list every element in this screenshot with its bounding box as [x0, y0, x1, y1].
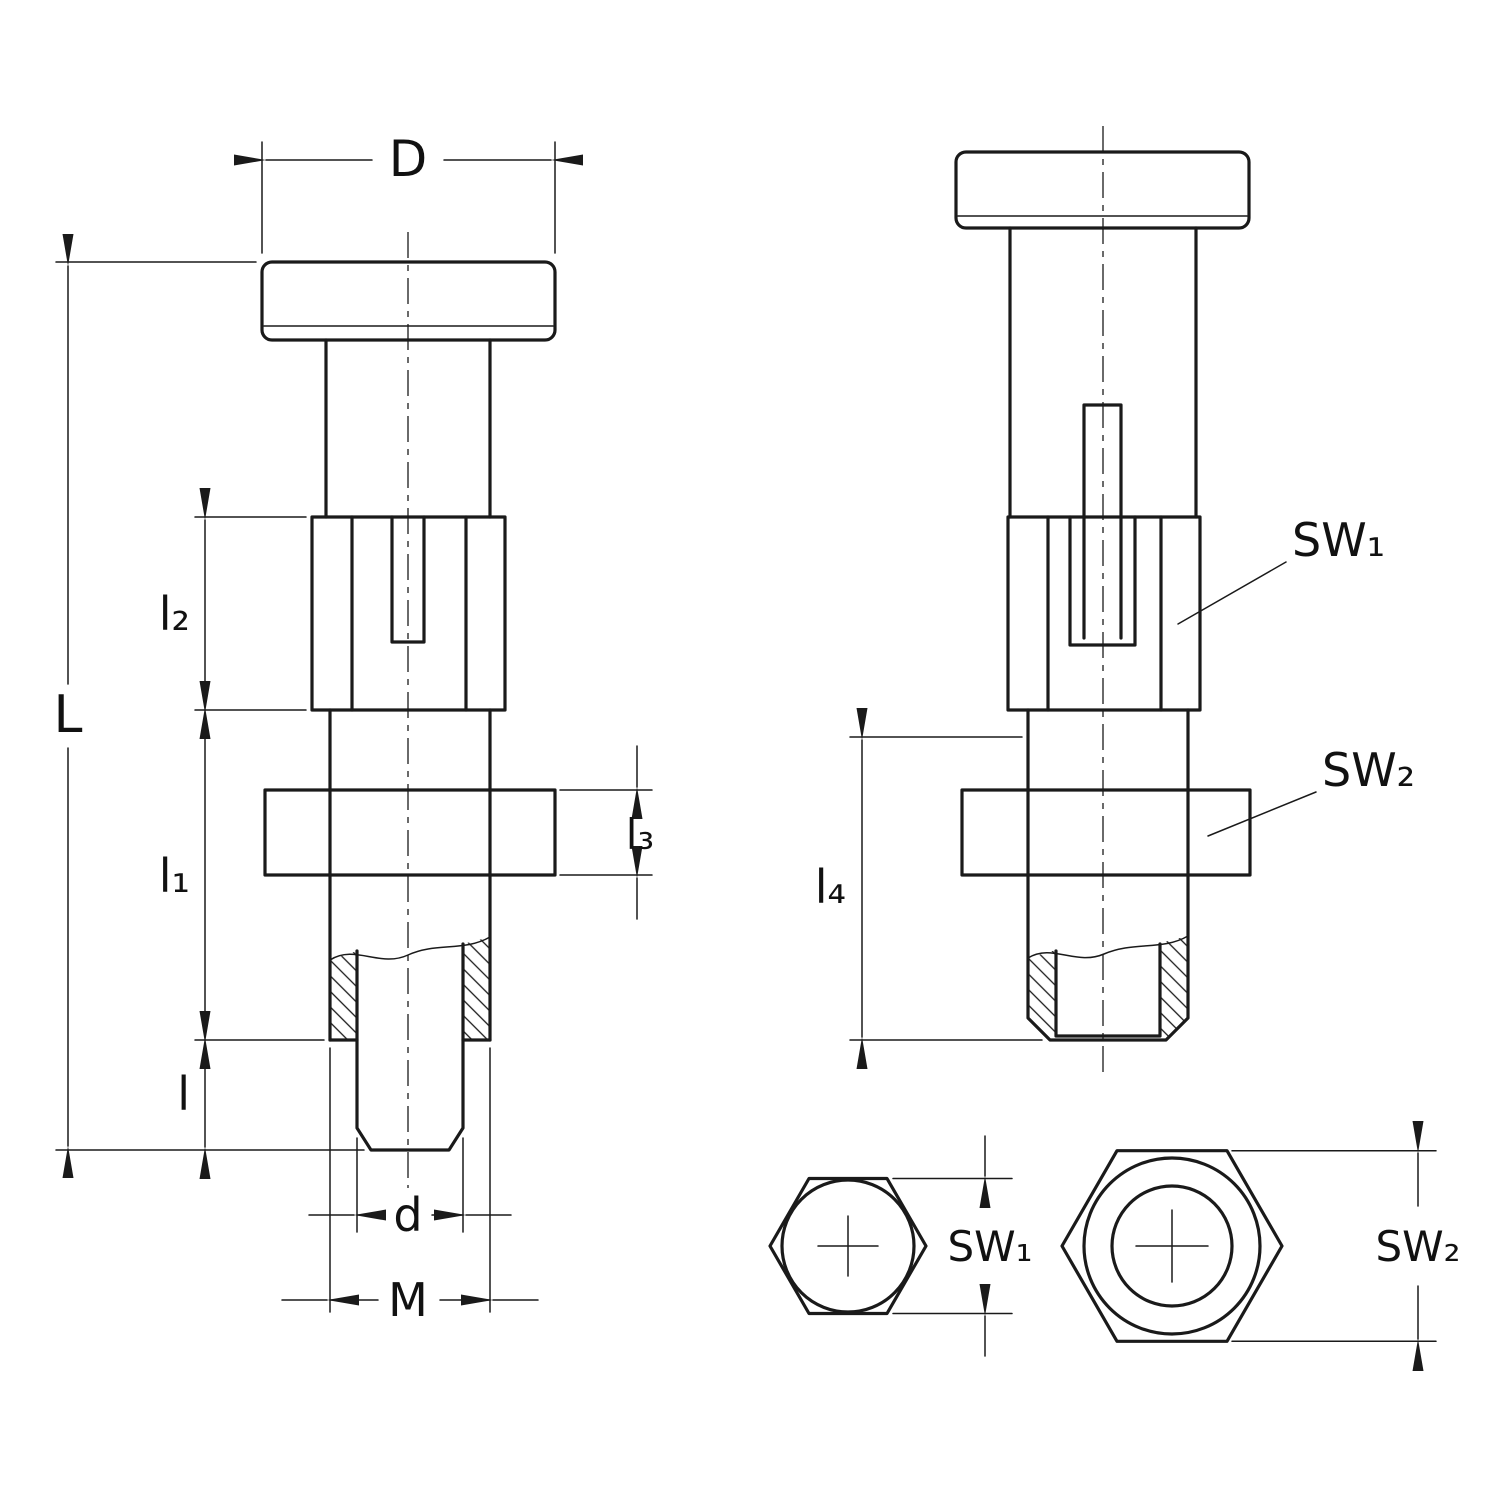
right-bore [1054, 942, 1162, 1038]
right-view [954, 126, 1252, 1075]
hex-top-view-sw2 [1060, 1149, 1284, 1343]
right-threaded-stud [1026, 873, 1190, 1042]
section-hatch [1160, 936, 1188, 1040]
left-threaded-stud [328, 873, 492, 1152]
right-collar [1026, 708, 1190, 792]
section-hatch [330, 951, 357, 1040]
label-D: D [389, 130, 428, 188]
left-collar [328, 708, 492, 792]
left-view [260, 232, 557, 1188]
dim-l4: l₄ [815, 708, 1043, 1069]
callout-sw1: SW₁ [1177, 513, 1385, 625]
label-l3: l₃ [626, 810, 655, 859]
dim-sw1-view: SW₁ [892, 1135, 1033, 1357]
dim-L: L [54, 234, 365, 1178]
right-hex-nut [960, 788, 1252, 877]
right-hex-body [1006, 515, 1202, 712]
callout-sw2: SW₂ [1207, 743, 1415, 837]
left-knurled-knob [260, 260, 557, 342]
right-knurled-knob [954, 150, 1251, 230]
dimensions: D L l₂ l₁ l l [54, 130, 1461, 1371]
left-hex-nut [263, 788, 557, 877]
dim-l2: l₂ [159, 488, 307, 739]
label-d: d [393, 1188, 422, 1242]
label-sw1-callout: SW₁ [1292, 513, 1385, 567]
dim-l1: l₁ [159, 681, 325, 1069]
left-shaft [324, 338, 492, 519]
left-hex-body [310, 515, 507, 712]
dim-l3: l₃ [559, 745, 655, 920]
dim-D: D [234, 130, 583, 254]
dim-M: M [281, 1047, 539, 1327]
dim-sw2-view: SW₂ [1231, 1121, 1461, 1371]
left-locking-pin [355, 942, 465, 1152]
label-sw2-callout: SW₂ [1322, 743, 1415, 797]
section-hatch [1028, 950, 1056, 1040]
center-cross [817, 1215, 879, 1277]
dim-d: d [308, 1137, 512, 1242]
right-shaft [1008, 226, 1198, 519]
dim-l: l [177, 1011, 211, 1179]
label-M: M [388, 1273, 428, 1327]
label-sw1-dim: SW₁ [947, 1222, 1032, 1271]
label-l2: l₂ [159, 587, 190, 641]
section-hatch [463, 937, 490, 1040]
label-l: l [177, 1067, 190, 1121]
right-slot [1068, 515, 1137, 647]
right-pin-in-slot [1082, 403, 1123, 640]
label-L: L [54, 685, 83, 745]
left-slot [390, 515, 426, 644]
center-cross [1135, 1209, 1209, 1283]
label-l1: l₁ [159, 849, 190, 903]
hex-top-view-sw1 [768, 1176, 928, 1316]
label-sw2-dim: SW₂ [1375, 1222, 1460, 1271]
label-l4: l₄ [815, 860, 846, 914]
